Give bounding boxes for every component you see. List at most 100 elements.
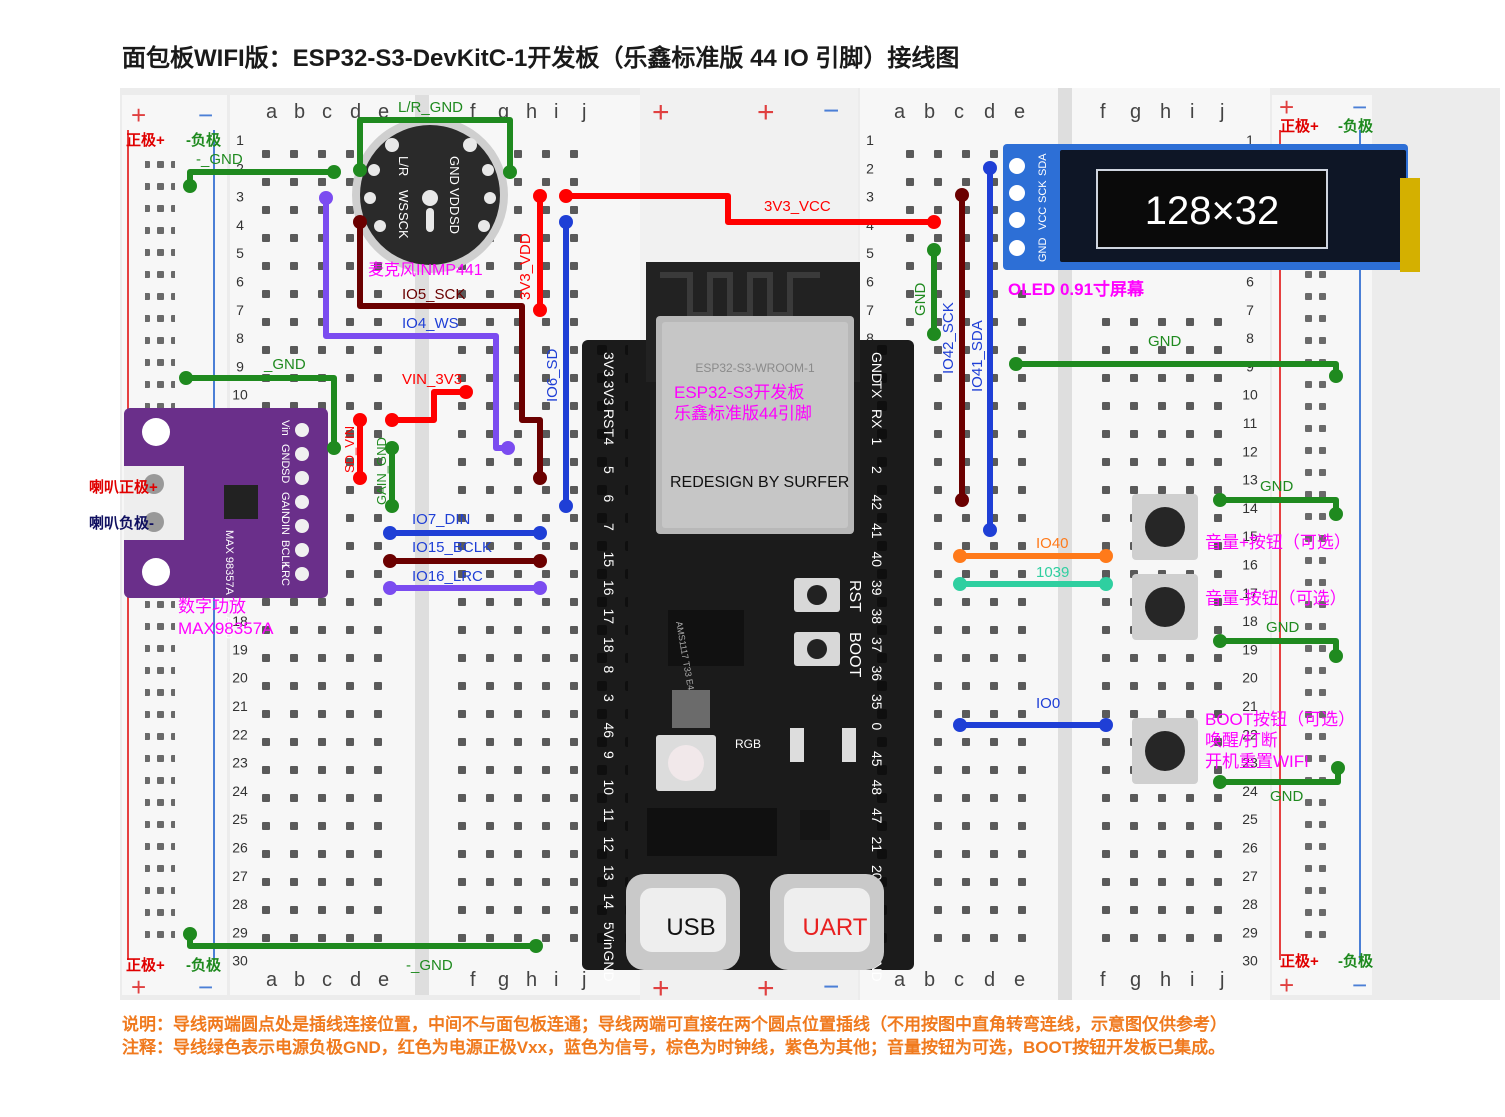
page-title: 面包板WIFI版：ESP32-S3-DevKitC-1开发板（乐鑫标准版 44 … — [122, 44, 959, 72]
row-number-right2-24: 24 — [1242, 783, 1258, 799]
esp32-left-pin-5: 6 — [601, 495, 617, 503]
esp32-label-2: 乐鑫标准版44引脚 — [674, 404, 812, 423]
mid-plus-sign-bottom: + — [652, 972, 670, 1005]
esp32-left-pin-0: 3V3 — [601, 352, 617, 377]
esp32-right-pin-17: 21 — [869, 837, 885, 853]
esp32-left-pin-17: 12 — [601, 837, 617, 853]
row-number-left-28: 28 — [232, 896, 248, 912]
column-label-right_a-b: b — [924, 101, 935, 123]
row-number-right2-15: 15 — [1242, 528, 1258, 544]
right-rail-top-label: 正极+ — [1280, 117, 1319, 135]
boot-button-external[interactable] — [1132, 718, 1198, 784]
speaker-negative-label: 喇叭负极- — [89, 514, 154, 532]
row-number-right-7: 7 — [866, 302, 874, 318]
row-number-left-19: 19 — [232, 641, 248, 657]
wire-lr-gnd — [357, 117, 513, 175]
column-label-right_a-d: d — [984, 101, 995, 123]
left-rail-top-label: 正极+ — [126, 131, 165, 149]
esp32-right-pin-4: 2 — [869, 466, 885, 474]
column-label-bottom-right_a-b: b — [924, 969, 935, 991]
row-number-right2-13: 13 — [1242, 472, 1258, 488]
row-number-left-27: 27 — [232, 868, 248, 884]
column-label-left_b-h: h — [526, 101, 537, 123]
row-number-left-25: 25 — [232, 811, 248, 827]
boot-label: BOOT — [846, 632, 863, 678]
esp32-right-pin-5: 42 — [869, 495, 885, 511]
esp32-left-pin-3: 4 — [601, 438, 617, 446]
label-io4-ws: IO4_WS — [402, 315, 459, 332]
row-number-left-23: 23 — [232, 755, 248, 771]
column-label-left_a-c: c — [322, 101, 332, 123]
row-number-left-30: 30 — [232, 953, 248, 969]
esp32-right-pin-16: 47 — [869, 808, 885, 824]
mic-pin-lr: L/R — [396, 156, 411, 176]
column-label-right_a-a: a — [894, 101, 906, 123]
label-gain-gnd: GAIN_GND — [374, 437, 389, 505]
volume-down-button[interactable] — [1132, 574, 1198, 640]
esp32-left-pin-16: 11 — [601, 808, 617, 823]
row-number-right2-12: 12 — [1242, 443, 1258, 459]
row-number-left-18: 18 — [232, 613, 248, 629]
redesign-credit: REDESIGN BY SURFER — [670, 474, 849, 491]
row-number-right2-8: 8 — [1246, 330, 1254, 346]
row-number-left-21: 21 — [232, 698, 248, 714]
row-number-left-2: 2 — [236, 160, 244, 176]
esp32-left-pin-10: 18 — [601, 637, 617, 653]
column-label-bottom-left_a-e: e — [378, 969, 389, 991]
row-number-right2-14: 14 — [1242, 500, 1258, 516]
column-label-bottom-right_a-c: c — [954, 969, 964, 991]
label-3v3-vdd: 3V3_VDD — [517, 233, 534, 300]
column-label-right_b-f: f — [1100, 101, 1106, 123]
row-number-right-1: 1 — [866, 132, 874, 148]
row-number-left-22: 22 — [232, 726, 248, 742]
row-number-right2-7: 7 — [1246, 302, 1254, 318]
amp-pin-hole-5 — [295, 543, 309, 557]
row-number-left-29: 29 — [232, 924, 248, 940]
amp-pin-gain: GAIN — [279, 492, 291, 519]
column-label-right_b-g: g — [1130, 101, 1141, 123]
vol-up-label: 音量+按钮（可选） — [1205, 533, 1351, 552]
esp32-left-pin-2: RST — [601, 409, 617, 437]
label-3v3-vcc: 3V3_VCC — [764, 198, 831, 215]
mid-plus-sign-2: + — [757, 96, 775, 129]
label-gnd-bottom: -_GND — [406, 957, 453, 974]
oled-pin-gnd: GND — [1037, 238, 1049, 263]
label-gnd-btn3: GND — [1270, 788, 1304, 805]
wire-3v3-vcc — [563, 193, 937, 225]
esp32-left-pin-12: 3 — [601, 694, 617, 702]
mic-pin-sd: SD — [447, 216, 462, 234]
row-number-right2-10: 10 — [1242, 387, 1258, 403]
label-gnd-left: _GND — [263, 356, 306, 373]
row-number-left-5: 5 — [236, 245, 244, 261]
label-vin-3v3: VIN_3V3 — [402, 371, 462, 388]
label-lr-gnd: L/R_GND — [398, 99, 463, 116]
wires — [183, 117, 1341, 949]
oled-screen-text: 128×32 — [1145, 189, 1280, 233]
esp32-left-pin-19: 14 — [601, 894, 617, 910]
row-number-left-24: 24 — [232, 783, 248, 799]
esp32-left-pin-13: 46 — [601, 723, 617, 739]
rst-label: RST — [846, 580, 863, 612]
label-io6-sd: IO6_SD — [544, 348, 561, 402]
amp-pin-din: DIN — [279, 516, 291, 535]
volume-up-button[interactable] — [1132, 494, 1198, 560]
column-label-bottom-right_b-f: f — [1100, 969, 1106, 991]
label-io42-sck: IO42_SCK — [940, 302, 957, 374]
column-label-right_a-c: c — [954, 101, 964, 123]
oled-pin-sck: SCK — [1037, 180, 1049, 203]
column-label-bottom-right_b-i: i — [1190, 969, 1194, 991]
esp32-left-pin-21: GND — [601, 951, 617, 982]
label-gnd-btn2: GND — [1266, 619, 1300, 636]
amp-pin-lrc: LRC — [279, 564, 291, 586]
right-rail-bottom-label: 正极+ — [1280, 952, 1319, 970]
note-line-2: 注释：导线绿色表示电源负极GND，红色为电源正极Vxx，蓝色为信号，棕色为时钟线… — [122, 1037, 1225, 1057]
column-label-left_b-i: i — [554, 101, 558, 123]
label-io39: 1039 — [1036, 564, 1069, 581]
row-number-left-6: 6 — [236, 274, 244, 290]
vol-down-label: 音量-按钮（可选） — [1205, 589, 1347, 608]
left-minus-sign-bottom: − — [198, 972, 213, 1002]
mic-pin-gnd: GND — [447, 156, 462, 185]
column-label-bottom-right_a-a: a — [894, 969, 906, 991]
row-number-right2-6: 6 — [1246, 274, 1254, 290]
